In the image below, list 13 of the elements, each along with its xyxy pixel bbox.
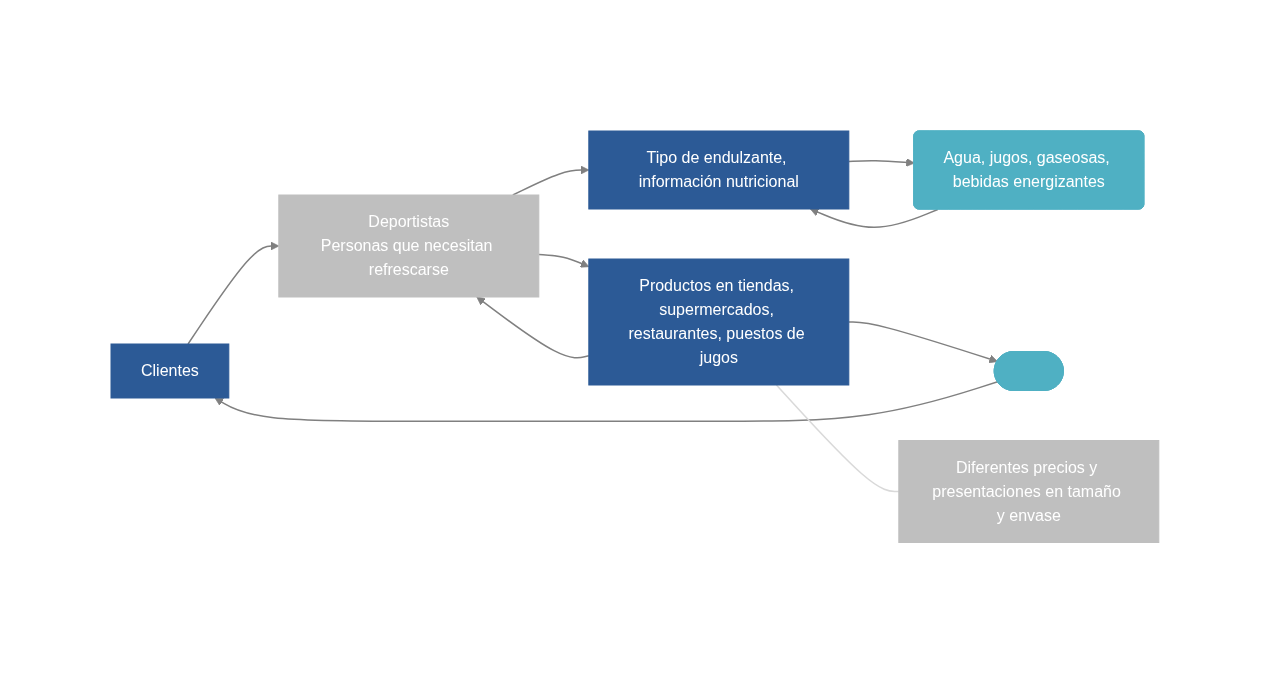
arrow bbox=[214, 380, 998, 422]
node-box: Productos en tiendas, supermercados, restaurantes, puestos de jugos bbox=[587, 258, 849, 386]
arrow bbox=[186, 241, 279, 345]
node-box: Tipo de endulzante, información nutricional bbox=[587, 130, 849, 210]
arrow bbox=[809, 207, 939, 228]
arrow bbox=[847, 157, 915, 167]
arrow bbox=[476, 296, 590, 359]
node-box: Clientes bbox=[110, 343, 229, 399]
node-box: Deportistas Personas que necesitan refrescarse bbox=[277, 194, 539, 298]
connector bbox=[775, 384, 900, 492]
node-box: Diferentes precios y presentaciones en tamaño y envase bbox=[897, 439, 1159, 543]
arrow bbox=[847, 321, 998, 363]
arrow bbox=[537, 253, 589, 268]
